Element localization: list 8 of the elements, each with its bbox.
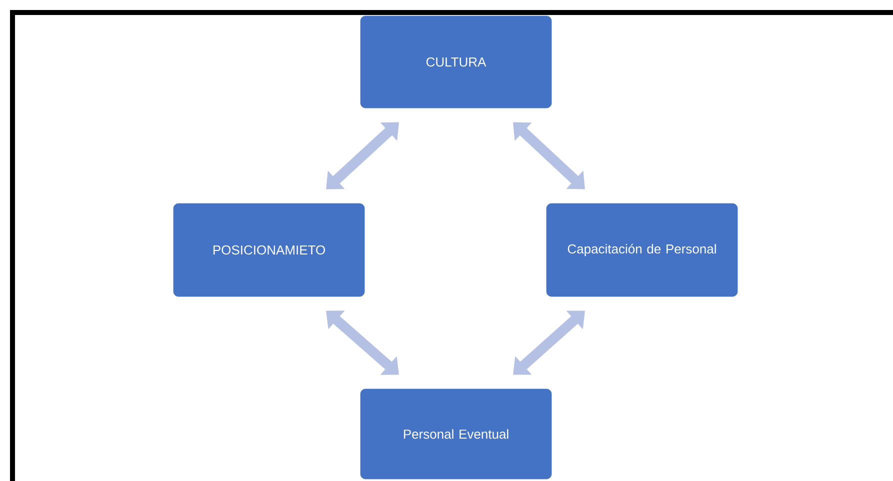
double-arrow: [513, 122, 585, 190]
process-box: Capacitación de Personal: [546, 203, 738, 297]
process-box: Personal Eventual: [360, 388, 552, 480]
process-box: CULTURA: [360, 16, 552, 108]
process-box: POSICIONAMIETO: [173, 203, 365, 297]
double-arrow: [326, 122, 399, 190]
double-arrow: [513, 310, 585, 375]
double-arrow: [326, 310, 399, 375]
